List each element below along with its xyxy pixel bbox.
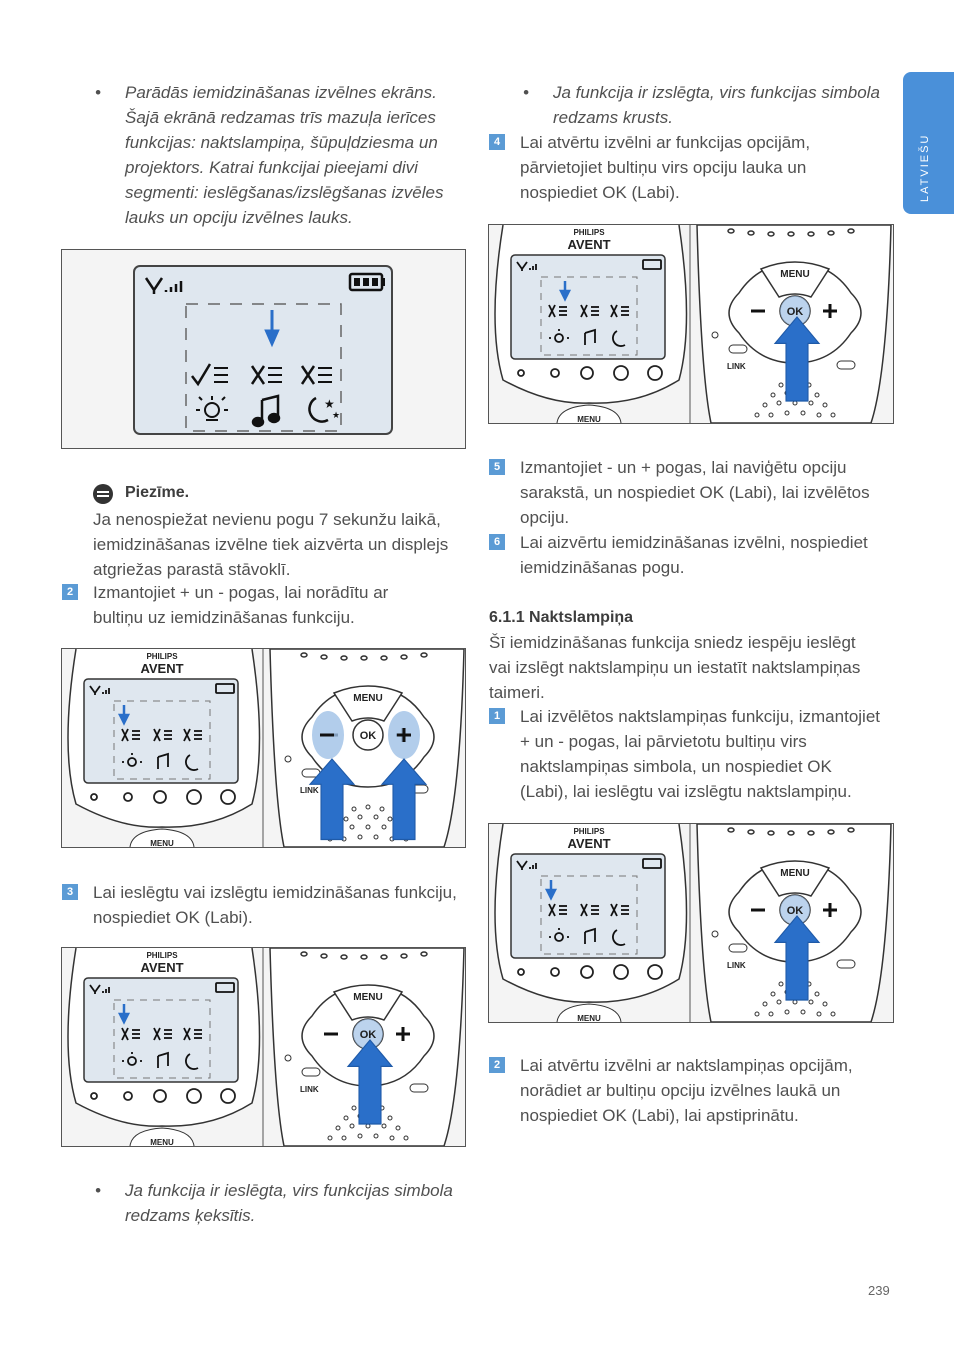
bullet-mark: • [523,83,529,102]
svg-text:OK: OK [360,1029,377,1041]
text-line: segmenti: ieslēgšanas/izslēgšanas izvēle… [125,183,444,202]
text-line: projektors. Katrai funkcijai pieejami di… [125,158,418,177]
text-line: bultiņu uz iemidzināšanas funkciju. [93,608,355,627]
device-figure-step2 [61,648,466,848]
bullet-mark: • [95,83,101,102]
svg-text:OK: OK [787,905,804,917]
text-line: Lai atvērtu izvēlni ar funkcijas opcijām… [520,133,811,152]
text-line: Ja funkcija ir ieslēgta, virs funkcijas … [125,1181,453,1200]
text-line: taimeri. [489,683,545,702]
intro-bullet: • Parādās iemidzināšanas izvēlnes ekrāns… [95,80,465,230]
pointer-arrow-icon [264,310,280,348]
step-6: 6 Lai aizvērtu iemidzināšanas izvēlni, n… [489,530,894,580]
step-5: 5 Izmantojiet - un + pogas, lai naviģētu… [489,455,894,530]
text-line: redzams krusts. [553,108,673,127]
step-1: 1 Lai izvēlētos naktslampiņas funkciju, … [489,704,894,804]
text-line: (Labi), lai ieslēgtu vai izslēgtu naktsl… [520,782,852,801]
text-line: lauks un opciju izvēlnes lauks. [125,208,353,227]
text-line: pārvietojiet bultiņu virs opciju lauka u… [520,158,807,177]
text-line: Ja nenospiežat nevienu pogu 7 sekunžu la… [93,510,441,529]
checkmark-bullet: • Ja funkcija ir ieslēgta, virs funkcija… [95,1178,465,1228]
text-line: Izmantojiet - un + pogas, lai naviģētu o… [520,458,847,477]
nightlight-section: 6.1.1 Naktslampiņa Šī iemidzināšanas fun… [489,605,894,705]
step-number: 2 [62,584,78,600]
step-3: 3 Lai ieslēgtu vai izslēgtu iemidzināšan… [62,880,466,930]
text-line: Šī iemidzināšanas funkcija sniedz iespēj… [489,633,856,652]
note-title: Piezīme. [125,484,190,501]
text-line: nospiediet OK (Labi). [520,183,680,202]
lullaby-icon [251,394,281,428]
cross-bullet: • Ja funkcija ir izslēgta, virs funkcija… [523,80,893,130]
page-number: 239 [868,1283,890,1298]
step-2: 2 Izmantojiet + un - pogas, lai norādītu… [62,580,466,630]
section-heading: 6.1.1 Naktslampiņa [489,609,634,626]
text-line: Ja funkcija ir izslēgta, virs funkcijas … [553,83,880,102]
signal-icon [144,277,183,294]
language-tab-label: LATVIEŠU [919,133,931,202]
note-icon [93,484,113,504]
step-number: 6 [489,534,505,550]
text-line: atgriežas parastā stāvoklī. [93,560,291,579]
device-figure-step4: OK [488,224,894,424]
bullet-mark: • [95,1181,101,1200]
text-line: funkcijas: naktslampiņa, šūpuļdziesma un [125,133,438,152]
text-line: Lai ieslēgtu vai izslēgtu iemidzināšanas… [93,883,457,902]
device-figure-nightlight: OK [488,823,894,1023]
text-line: sarakstā, un nospiediet OK (Labi), lai i… [520,483,870,502]
step-number: 2 [489,1057,505,1073]
text-line: Lai aizvērtu iemidzināšanas izvēlni, nos… [520,533,868,552]
text-line: redzams ķeksītis. [125,1206,256,1225]
text-line: Šajā ekrānā redzamas trīs mazuļa ierīces [125,108,436,127]
step-2b: 2 Lai atvērtu izvēlni ar naktslampiņas o… [489,1053,894,1128]
text-line: norādiet ar bultiņu opciju izvēlnes lauk… [520,1081,841,1100]
text-line: nospiediet OK (Labi), lai apstiprinātu. [520,1106,799,1125]
device-figure-step3: OK [61,947,466,1147]
text-line: nospiediet OK (Labi). [93,908,253,927]
step-number: 5 [489,459,505,475]
svg-text:★: ★ [332,410,340,420]
text-line: vai izslēgt naktslampiņu un iestatīt nak… [489,658,861,677]
nightlight-icon [196,396,228,421]
text-line: Lai atvērtu izvēlni ar naktslampiņas opc… [520,1056,853,1075]
lcd-screen-figure: ★ ★ [61,249,466,449]
text-line: iemidzināšanas pogu. [520,558,685,577]
step-number: 4 [489,134,505,150]
projector-icon: ★ ★ [308,396,340,423]
step-number: 1 [489,708,505,724]
svg-text:★: ★ [324,397,335,411]
text-line: Lai izvēlētos naktslampiņas funkciju, iz… [520,707,881,726]
text-line: Izmantojiet + un - pogas, lai norādītu a… [93,583,389,602]
text-line: + un - pogas, lai pārvietotu bultiņu vir… [520,732,807,751]
text-line: iemidzināšanas izvēlne tiek aizvērta un … [93,535,449,554]
step-number: 3 [62,884,78,900]
text-line: opciju. [520,508,570,527]
text-line: Parādās iemidzināšanas izvēlnes ekrāns. [125,83,437,102]
text-line: naktslampiņas simbola, un nospiediet OK [520,757,832,776]
svg-text:OK: OK [787,306,804,318]
step-4: 4 Lai atvērtu izvēlni ar funkcijas opcij… [489,130,894,205]
battery-icon [348,272,385,292]
note-block: Piezīme. Ja nenospiežat nevienu pogu 7 s… [93,482,465,582]
language-tab: LATVIEŠU [903,72,954,214]
